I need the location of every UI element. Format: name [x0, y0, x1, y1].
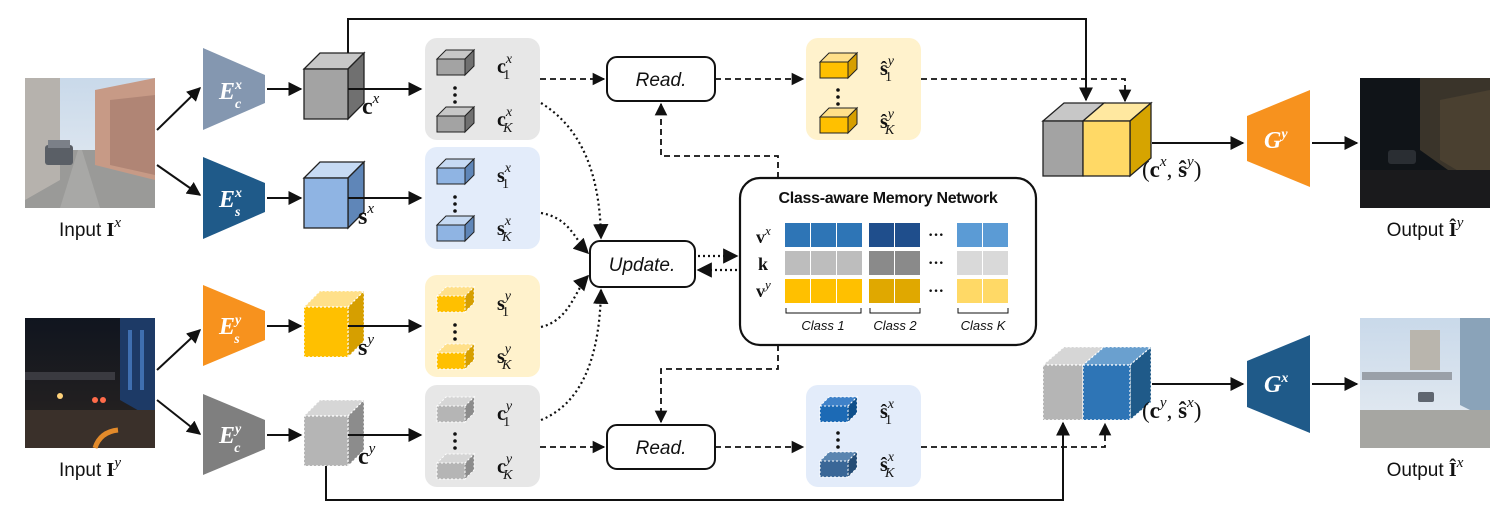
memory-ellipsis-vy: ···	[928, 283, 944, 300]
encoder-esx-shape	[203, 157, 265, 239]
read-box-top-label: Read.	[636, 70, 687, 91]
input-top-label: Input Ix	[59, 215, 121, 241]
input-bottom-label: Input Iy	[59, 455, 121, 481]
input-image-night	[25, 318, 155, 449]
update-box	[589, 240, 696, 288]
group-cy-cube-1	[435, 395, 476, 424]
solid-arrows	[156, 18, 1359, 501]
group-vertical-dots	[453, 86, 840, 450]
memory-cells-vy	[785, 279, 1008, 303]
memory-cells-k	[785, 251, 1008, 275]
memory-ellipsis-vx: ···	[928, 227, 944, 244]
feature-cube-sx	[302, 160, 366, 230]
group-shatx-cube-k	[818, 450, 859, 479]
dashed-arrows	[540, 72, 1132, 454]
feature-cube-sy	[302, 289, 366, 359]
memory-ellipsis-k: ···	[928, 255, 944, 272]
feature-cx-label: cx	[362, 91, 380, 120]
group-cx-cube-k	[435, 105, 476, 134]
generator-gx-shape	[1247, 335, 1310, 433]
feature-cube-cx	[302, 51, 366, 121]
generator-gy-shape	[1247, 90, 1310, 187]
group-sy-cube-1	[435, 285, 476, 314]
encoder-esy-shape	[203, 285, 265, 366]
output-top-label: Output Îy	[1387, 215, 1464, 241]
group-cy-cube-k	[435, 452, 476, 481]
memory-class-brackets	[785, 308, 1009, 314]
combined-cube-bottom	[1041, 345, 1153, 422]
group-shaty-cube-k	[818, 106, 859, 135]
feature-sx-label: sx	[358, 201, 374, 230]
feature-cube-cy	[302, 398, 366, 468]
dotted-arrows	[540, 102, 739, 422]
memory-network-title: Class-aware Memory Network	[779, 190, 998, 207]
group-shaty-cube-1	[818, 51, 859, 80]
encoder-ecy-shape	[203, 394, 265, 475]
group-sx-cube-k	[435, 214, 476, 243]
read-box-bottom-label: Read.	[636, 438, 687, 459]
output-bottom-label: Output Îx	[1387, 455, 1464, 481]
input-image-day	[25, 78, 155, 208]
memory-class-1-label: Class 1	[801, 318, 844, 333]
output-image-day	[1360, 318, 1490, 448]
group-cx-cube-1	[435, 48, 476, 77]
memory-cells-vx	[785, 223, 1008, 247]
output-image-night	[1360, 78, 1490, 208]
generator-gy-label: Gy	[1264, 127, 1288, 154]
memory-row-vx-label: vx	[756, 223, 771, 247]
memory-class-k-label: Class K	[961, 318, 1007, 333]
memory-row-vy-label: vy	[756, 277, 771, 301]
feature-sy-label: sy	[358, 332, 374, 361]
group-sx-cube-1	[435, 157, 476, 186]
combined-bottom-label: (cy, ŝx)	[1142, 395, 1201, 423]
combined-cube-top	[1041, 101, 1153, 178]
group-sy-cube-k	[435, 342, 476, 371]
memory-row-k-label: k	[758, 254, 768, 274]
encoder-ecx-shape	[203, 48, 265, 130]
memory-class-2-label: Class 2	[873, 318, 917, 333]
generator-gx-label: Gx	[1264, 371, 1288, 398]
feature-cy-label: cy	[358, 441, 376, 470]
combined-top-label: (cx, ŝy)	[1142, 154, 1201, 182]
update-box-label: Update.	[609, 255, 676, 276]
group-shatx-cube-1	[818, 395, 859, 424]
